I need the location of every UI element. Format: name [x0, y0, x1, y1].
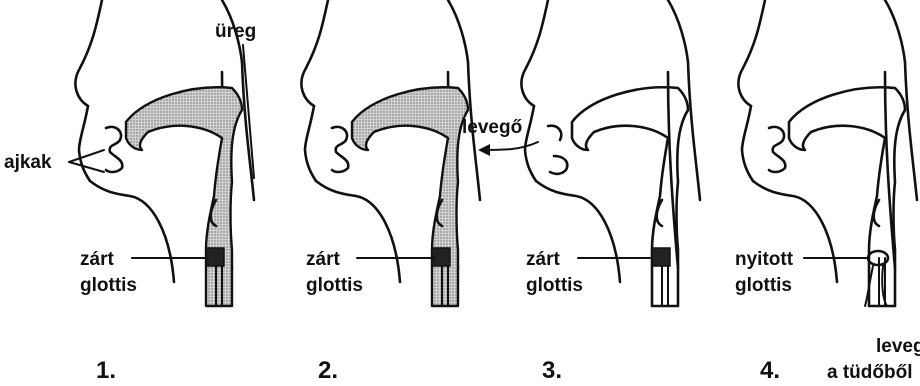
label-lips: ajkak	[4, 152, 52, 173]
panel-number-3: 3.	[542, 357, 562, 384]
vocal-tract-outline	[572, 87, 688, 306]
lips-closed	[769, 127, 785, 172]
vocal-tract-outline	[789, 87, 905, 306]
panel-number-4: 4.	[760, 357, 780, 384]
lower-lip-open	[550, 156, 567, 174]
label-open-glottis: nyitott glottis	[735, 249, 798, 296]
lips-closed	[106, 127, 122, 172]
glottis-closed	[206, 248, 224, 266]
label-closed-glottis-3: zárt glottis	[526, 249, 583, 296]
label-air-from-lungs-1: levegő	[876, 336, 920, 357]
vocal-tract-cavity-shaded	[126, 87, 242, 306]
panel-number-1: 1.	[96, 357, 116, 384]
label-cavity: üreg	[215, 21, 256, 42]
label-air-out: levegő	[462, 117, 522, 138]
pointer-lips-upper	[69, 150, 104, 162]
lips-closed	[332, 127, 348, 172]
head-outline	[521, 0, 700, 282]
head-outline	[738, 0, 917, 282]
pointer-lips-lower	[69, 162, 104, 172]
label-closed-glottis-2: zárt glottis	[306, 249, 363, 296]
air-out-arrow	[484, 142, 538, 150]
panel-number-2: 2.	[318, 357, 338, 384]
glottis-closed	[432, 248, 450, 266]
glottis-closed	[652, 248, 670, 266]
label-air-from-lungs-2: a tüdőből	[827, 362, 912, 383]
upper-lip-open	[548, 126, 561, 140]
vocal-tract-cavity-shaded	[352, 87, 468, 306]
label-closed-glottis-1: zárt glottis	[80, 249, 137, 296]
